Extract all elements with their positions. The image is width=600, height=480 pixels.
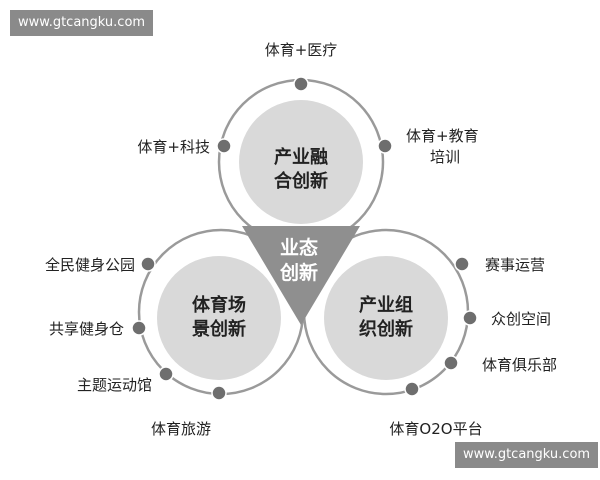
watermark-top: www.gtcangku.com bbox=[10, 10, 154, 36]
circle-left-line1: 体育场 bbox=[192, 295, 246, 316]
dot-sports-club bbox=[443, 355, 459, 371]
dot-fitness-park bbox=[140, 256, 156, 272]
label-fitness-park: 全民健身公园 bbox=[44, 256, 135, 274]
watermark-bottom: www.gtcangku.com bbox=[455, 442, 599, 468]
inner-circle-right bbox=[324, 256, 448, 380]
circle-right-title: 产业组 织创新 bbox=[346, 294, 426, 342]
label-medical: 体育+医疗 bbox=[264, 41, 338, 59]
label-o2o-platform: 体育O2O平台 bbox=[389, 420, 483, 438]
center-title-line1: 业态 bbox=[279, 237, 318, 259]
circle-top-line1: 产业融 bbox=[274, 147, 328, 168]
circle-top-line2: 合创新 bbox=[274, 171, 328, 192]
label-theme-venue: 主题运动馆 bbox=[76, 376, 152, 394]
label-education-line1: 体育+教育 bbox=[406, 127, 479, 145]
label-maker-space: 众创空间 bbox=[491, 310, 552, 328]
label-tech: 体育+科技 bbox=[137, 138, 210, 156]
label-shared-fitness: 共享健身仓 bbox=[48, 320, 124, 338]
label-sports-club: 体育俱乐部 bbox=[482, 356, 558, 374]
dot-sports-travel bbox=[211, 385, 227, 401]
dot-tech bbox=[216, 138, 232, 154]
dot-medical bbox=[293, 76, 309, 92]
center-triangle bbox=[242, 226, 360, 325]
dot-o2o-platform bbox=[404, 381, 420, 397]
inner-circle-top bbox=[239, 100, 363, 224]
label-education-line2: 培训 bbox=[430, 148, 461, 166]
dot-maker-space bbox=[462, 310, 478, 326]
dot-theme-venue bbox=[158, 366, 174, 382]
dot-event-ops bbox=[454, 256, 470, 272]
circle-left-line2: 景创新 bbox=[192, 319, 246, 340]
label-event-ops: 赛事运营 bbox=[485, 256, 546, 274]
label-sports-travel: 体育旅游 bbox=[150, 420, 212, 438]
circle-right-line2: 织创新 bbox=[359, 319, 413, 340]
circle-left-title: 体育场 景创新 bbox=[179, 294, 259, 342]
inner-circle-left bbox=[157, 256, 281, 380]
circle-right-line1: 产业组 bbox=[359, 295, 413, 316]
dot-shared-fitness bbox=[131, 320, 147, 336]
circle-top-title: 产业融 合创新 bbox=[261, 146, 341, 194]
center-title: 业态 创新 bbox=[264, 236, 334, 286]
center-title-line2: 创新 bbox=[279, 262, 318, 284]
dot-education bbox=[377, 138, 393, 154]
